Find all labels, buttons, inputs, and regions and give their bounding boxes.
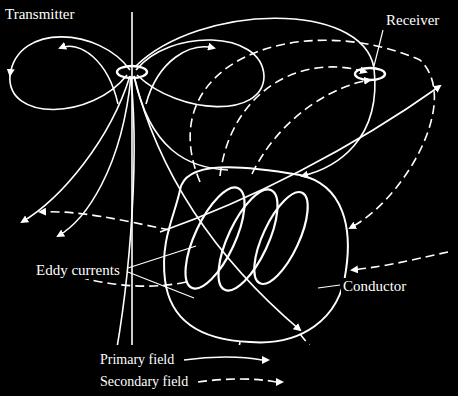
legend-text: Secondary field [100, 374, 188, 390]
conductor-body [164, 167, 348, 342]
legend-text: Primary field [100, 352, 174, 368]
transmitter-label: Transmitter [3, 6, 76, 23]
conductor-label: Conductor [341, 278, 408, 295]
eddy-currents-label: Eddy currents [34, 262, 122, 279]
legend-line-sample [182, 354, 272, 366]
legend-panel [88, 345, 458, 396]
legend-line-sample [196, 376, 286, 388]
transmitter-loop [117, 66, 147, 78]
receiver-label: Receiver [384, 12, 441, 29]
legend-row: Secondary field [100, 374, 286, 390]
legend-row: Primary field [100, 352, 272, 368]
